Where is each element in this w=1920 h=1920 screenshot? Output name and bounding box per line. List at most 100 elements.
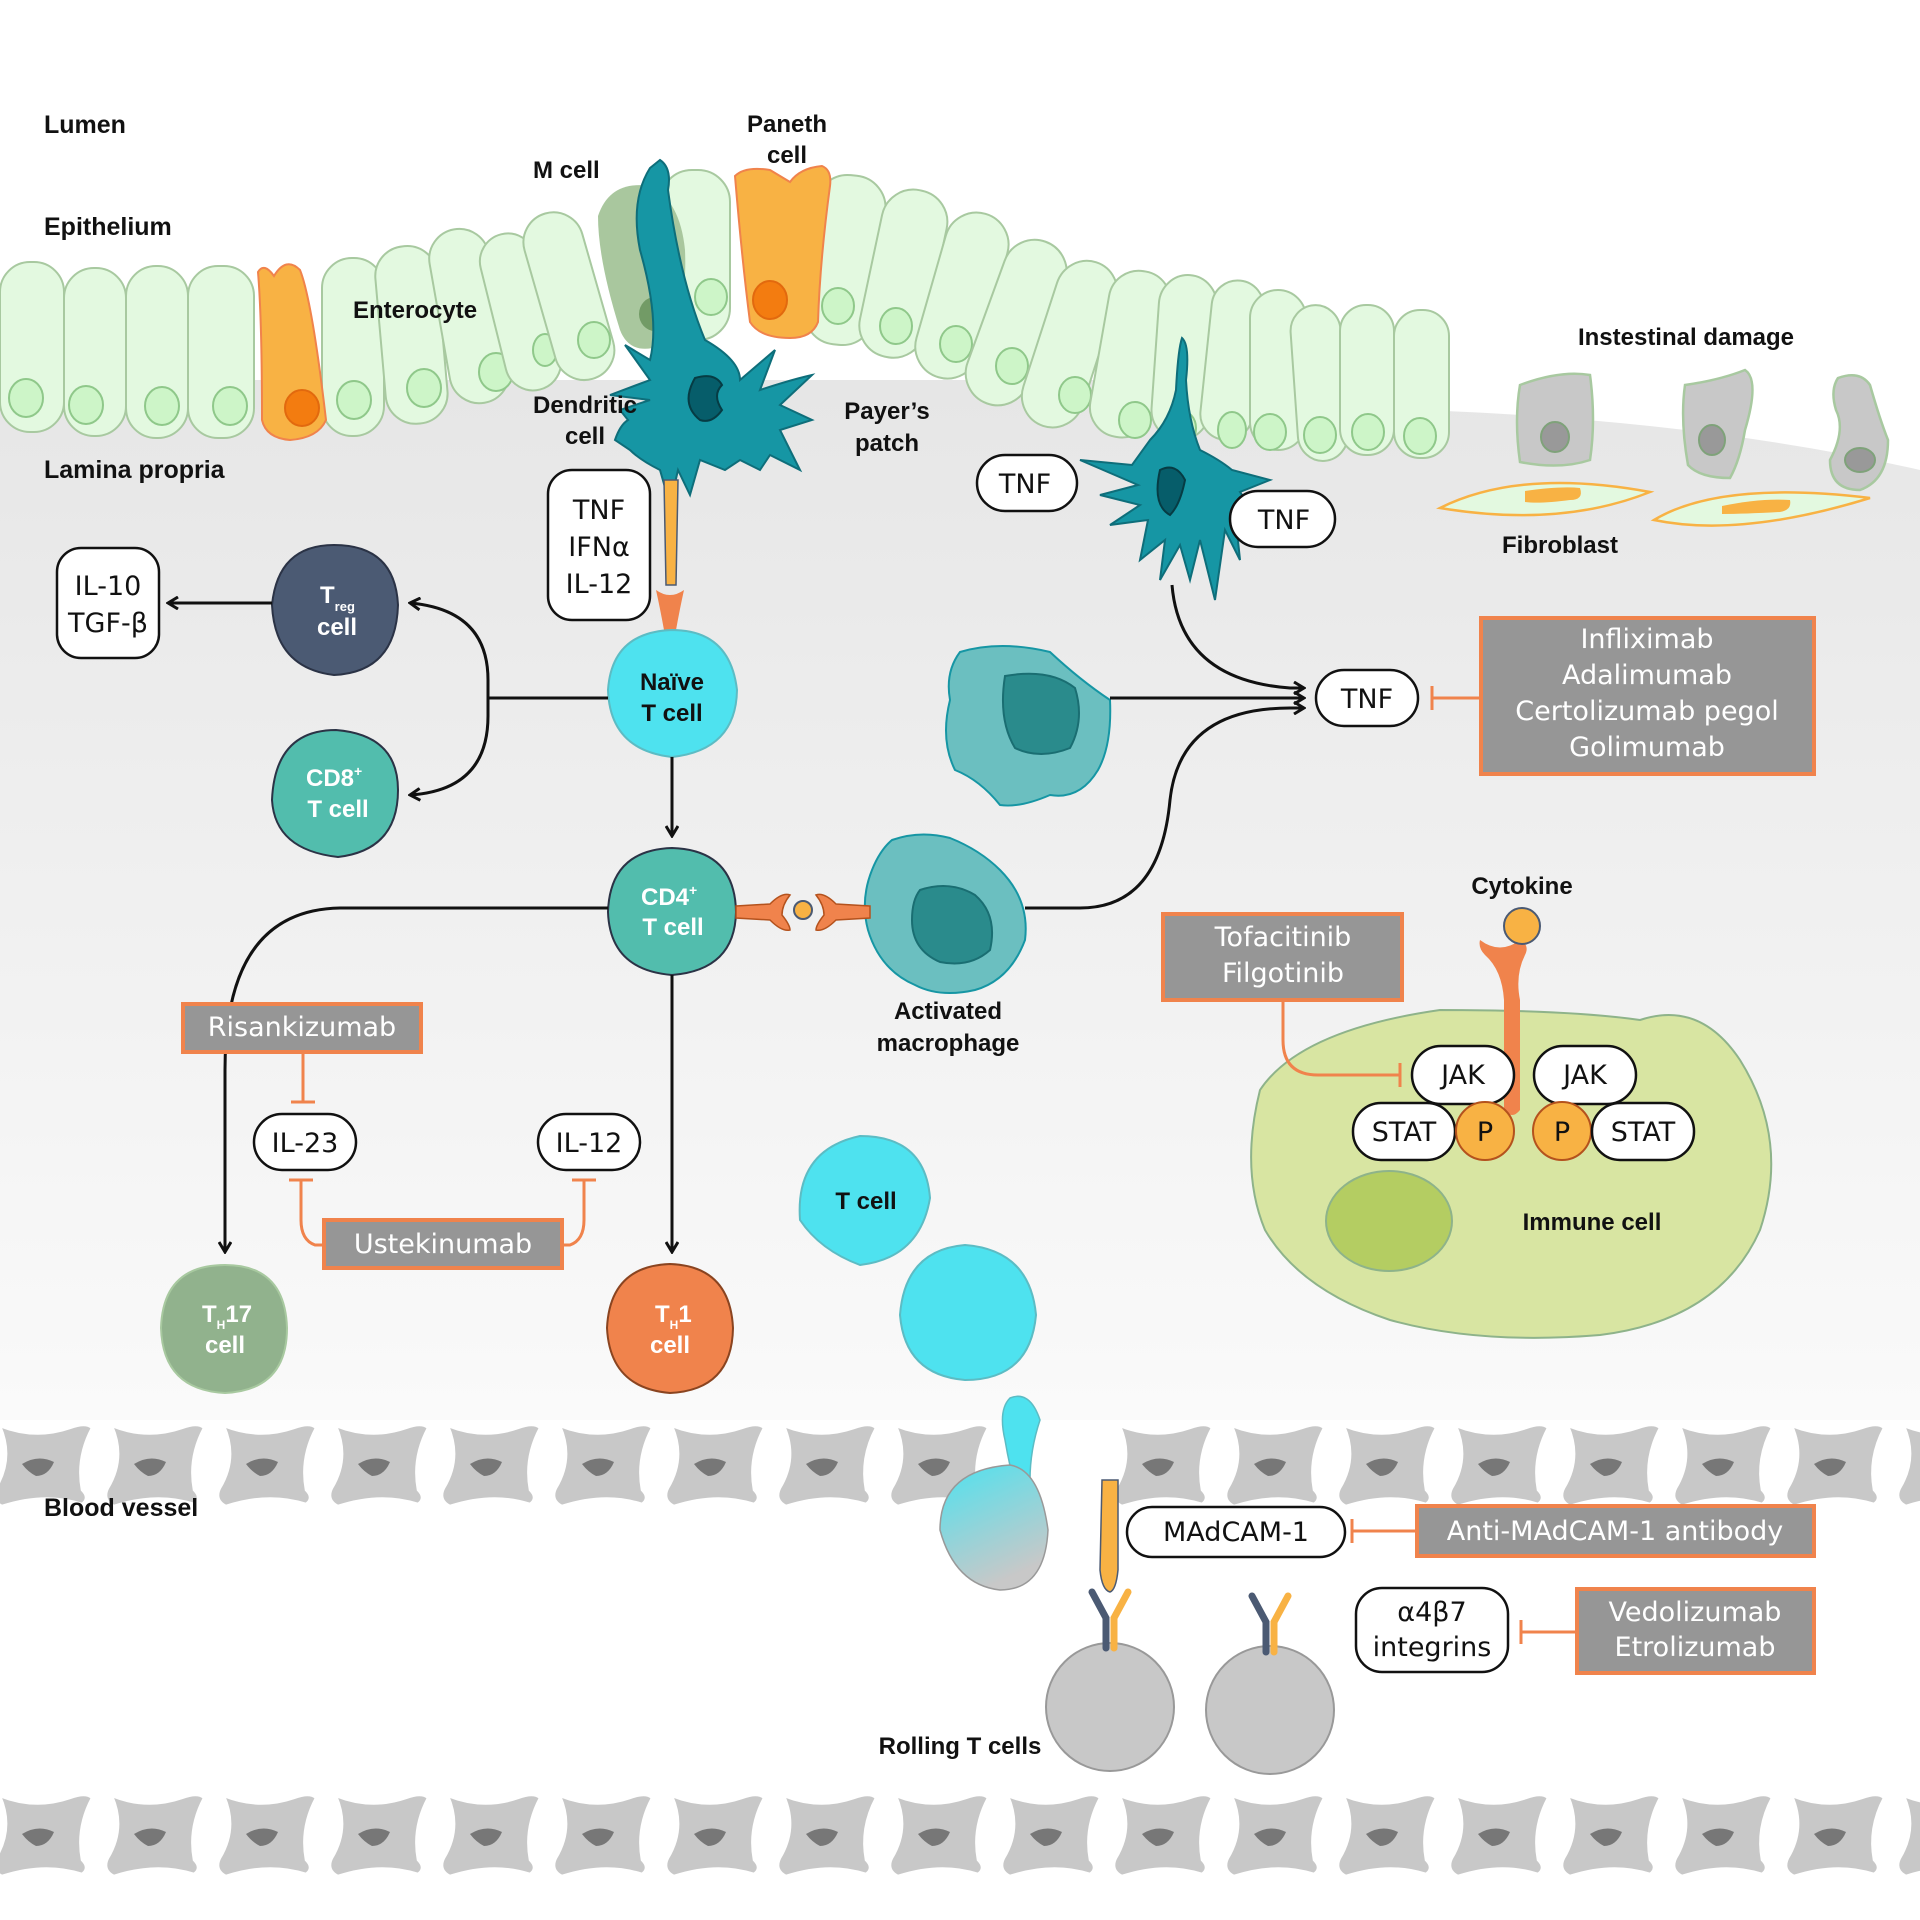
immune-cell-nucleus xyxy=(1325,1170,1453,1272)
drug-vedolizumab: Vedolizumab xyxy=(1609,1597,1782,1628)
label-naive-t-cell-2: T cell xyxy=(641,700,702,727)
label-t-cell: T cell xyxy=(835,1188,896,1215)
il23-pill: IL-23 xyxy=(252,1112,358,1172)
label-activated-macrophage-2: macrophage xyxy=(877,1030,1020,1057)
svg-text:STAT: STAT xyxy=(1372,1117,1437,1148)
endothelial-cell xyxy=(1448,1423,1550,1508)
endothelial-cell xyxy=(1112,1423,1214,1508)
label-payers-patch-1: Payer’s xyxy=(844,398,929,425)
arrow-activated-macrophage-to-tnf xyxy=(1025,708,1304,910)
tnf-pill-right: TNF xyxy=(1228,489,1337,549)
endothelial-cell xyxy=(440,1423,542,1508)
cytokine-ligand xyxy=(1503,907,1541,945)
endothelial-cell xyxy=(104,1793,206,1878)
drug-etrolizumab: Etrolizumab xyxy=(1615,1632,1776,1663)
endothelial-cell xyxy=(1560,1793,1662,1878)
cd4-t-cell xyxy=(606,846,738,977)
madcam1-molecule xyxy=(1099,1479,1119,1593)
treg-products-box: IL-10 TGF-β xyxy=(55,546,161,660)
phospho-right: P xyxy=(1532,1101,1592,1161)
madcam1-pill: MAdCAM-1 xyxy=(1125,1505,1347,1559)
label-cd8-t-cell: T cell xyxy=(307,796,368,823)
cd8-t-cell xyxy=(270,728,400,859)
endothelial-cell xyxy=(328,1793,430,1878)
region-label-lamina-propria: Lamina propria xyxy=(44,456,226,484)
inhibit-integrins xyxy=(1519,1620,1576,1644)
label-activated-macrophage-1: Activated xyxy=(894,998,1002,1025)
integrin-right xyxy=(1248,1592,1292,1656)
label-th17: TH17 xyxy=(202,1301,252,1332)
enterocyte xyxy=(0,169,1450,462)
svg-text:IL-12: IL-12 xyxy=(556,1128,623,1159)
label-fibroblast: Fibroblast xyxy=(1502,532,1618,559)
endothelial-cell xyxy=(664,1793,766,1878)
endothelial-cell xyxy=(888,1793,990,1878)
drug-adalimumab: Adalimumab xyxy=(1562,660,1732,691)
label-dendritic-cell-2: cell xyxy=(565,423,605,450)
endothelial-cell xyxy=(776,1423,878,1508)
dc-cytokine-il12: IL-12 xyxy=(566,569,633,600)
label-dendritic-cell-1: Dendritic xyxy=(533,392,637,419)
label-cytokine: Cytokine xyxy=(1471,873,1572,900)
anti-madcam-box: Anti-MAdCAM-1 antibody xyxy=(1415,1504,1816,1558)
drug-tofacitinib: Tofacitinib xyxy=(1214,922,1352,953)
label-paneth-cell-1: Paneth xyxy=(747,111,827,138)
label-cd8: CD8+ xyxy=(306,763,362,792)
region-label-blood-vessel: Blood vessel xyxy=(44,1494,198,1522)
tnf-target-pill: TNF xyxy=(1314,668,1420,728)
il10-label: IL-10 xyxy=(75,571,142,602)
dc-cytokine-tnf: TNF xyxy=(572,495,625,526)
inhibit-jak xyxy=(1281,1001,1402,1087)
macrophage-upper xyxy=(945,645,1112,807)
label-cd4: CD4+ xyxy=(641,882,697,911)
svg-text:IL-23: IL-23 xyxy=(272,1128,339,1159)
endothelial-cell xyxy=(1448,1793,1550,1878)
fibroblasts xyxy=(1435,481,1871,527)
label-th1: TH1 xyxy=(655,1301,692,1332)
endothelial-cell xyxy=(1000,1793,1102,1878)
drug-infliximab: Infliximab xyxy=(1580,624,1713,655)
immune-cell xyxy=(1250,1008,1773,1339)
svg-text:STAT: STAT xyxy=(1611,1117,1676,1148)
tgfb-label: TGF-β xyxy=(67,608,148,639)
anti-integrin-box: Vedolizumab Etrolizumab xyxy=(1575,1587,1816,1675)
endothelial-cell xyxy=(216,1793,318,1878)
label-payers-patch-2: patch xyxy=(855,430,919,457)
damaged-epithelial-cells xyxy=(1515,368,1890,492)
region-label-epithelium: Epithelium xyxy=(44,213,172,241)
endothelial-cell xyxy=(1672,1793,1774,1878)
paneth-cell xyxy=(733,164,832,340)
endothelial-cell xyxy=(216,1423,318,1508)
extravasating-t-cell xyxy=(939,1395,1049,1591)
endothelial-cell xyxy=(1336,1423,1438,1508)
treg-cell xyxy=(270,543,400,677)
epithelium-layer xyxy=(0,164,1450,462)
svg-text:Ustekinumab: Ustekinumab xyxy=(354,1229,532,1260)
arrow-to-cd8 xyxy=(410,698,490,795)
endothelial-cell xyxy=(328,1423,430,1508)
label-treg: Treg xyxy=(320,582,355,614)
jak-left-pill: JAK xyxy=(1410,1044,1516,1106)
endothelial-cell xyxy=(664,1423,766,1508)
label-th1-cell: cell xyxy=(650,1332,690,1359)
endothelial-cell xyxy=(0,1793,94,1878)
endothelial-cell xyxy=(1112,1793,1214,1878)
activated-macrophage xyxy=(863,833,1027,995)
t-cell-transmigrating xyxy=(898,1243,1038,1382)
label-intestinal-damage: Instestinal damage xyxy=(1578,324,1794,351)
th17-cell xyxy=(159,1263,289,1395)
dendritic-cell-right xyxy=(1079,336,1274,601)
endothelial-cell xyxy=(1224,1793,1326,1878)
drug-filgotinib: Filgotinib xyxy=(1222,958,1344,989)
antigen-presentation-stalk xyxy=(656,479,684,630)
stat-left-pill: STAT xyxy=(1351,1101,1457,1162)
integrins-pill: α4β7 integrins xyxy=(1354,1586,1510,1674)
inhibit-il23-ustekinumab xyxy=(289,1178,324,1247)
label-m-cell: M cell xyxy=(533,157,600,184)
arrow-to-treg xyxy=(410,603,490,698)
svg-text:P: P xyxy=(1554,1117,1570,1148)
dendritic-cell-left xyxy=(609,158,816,506)
endothelial-cell xyxy=(1672,1423,1774,1508)
label-treg-cell: cell xyxy=(317,614,357,641)
